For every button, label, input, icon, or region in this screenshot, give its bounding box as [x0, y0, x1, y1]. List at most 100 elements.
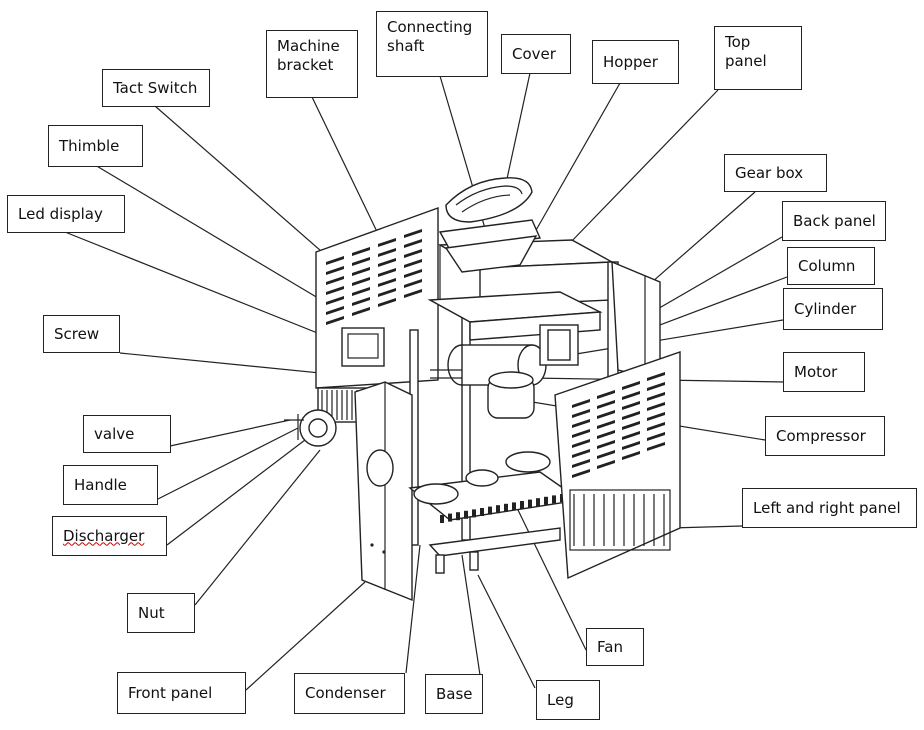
cover-drawing [445, 177, 533, 223]
vent-slot [352, 307, 370, 316]
vent-slot [622, 421, 640, 430]
fan-fin [488, 506, 492, 515]
fan-fin [480, 508, 484, 516]
label-cover: Cover [501, 34, 571, 74]
label-handle: Handle [63, 465, 158, 505]
label-back-panel: Back panel [782, 201, 886, 241]
label-cylinder: Cylinder [783, 288, 883, 330]
vent-slot [326, 266, 344, 275]
label-compressor: Compressor [765, 416, 885, 456]
vent-slot [572, 399, 590, 408]
fan-fin [520, 501, 524, 509]
vent-slot [597, 400, 615, 409]
vent-slot [378, 278, 396, 287]
label-gear-box: Gear box [724, 154, 827, 192]
vent-slot [622, 391, 640, 400]
label-condenser: Condenser [294, 673, 405, 714]
vent-slot [378, 238, 396, 247]
front-panel-drawing [354, 381, 413, 602]
vent-slot [352, 297, 370, 306]
vent-slot [647, 382, 665, 391]
vent-slot [597, 410, 615, 419]
vent-slot [404, 249, 422, 258]
vent-slot [326, 296, 344, 305]
vent-slot [572, 449, 590, 458]
display-drawing [341, 327, 385, 367]
vent-slot [326, 276, 344, 285]
label-valve: valve [83, 415, 171, 453]
fan-fin [544, 496, 548, 505]
label-front-panel: Front panel [117, 672, 246, 714]
vent-slot [622, 441, 640, 450]
gearbox-drawing [539, 324, 579, 366]
fan-fin [512, 502, 516, 511]
label-thimble: Thimble [48, 125, 143, 167]
fan-fin [504, 503, 508, 512]
vent-slot [404, 259, 422, 268]
vent-slot [647, 412, 665, 421]
label-led-display: Led display [7, 195, 125, 233]
label-fan: Fan [586, 628, 644, 666]
label-nut: Nut [127, 593, 195, 633]
vent-slot [647, 372, 665, 381]
vent-slot [572, 429, 590, 438]
tray-drawing [427, 291, 603, 341]
vent-slot [404, 269, 422, 278]
vent-slot [647, 392, 665, 401]
vent-slot [572, 469, 590, 478]
label-screw: Screw [43, 315, 120, 353]
vent-slot [352, 257, 370, 266]
fan-fin [496, 505, 500, 514]
vent-slot [647, 442, 665, 451]
vent-slot [378, 248, 396, 257]
label-tact-switch: Tact Switch [102, 69, 210, 107]
vent-slot [647, 432, 665, 441]
vent-slot [404, 229, 422, 238]
label-discharger: Discharger [52, 516, 167, 556]
right-side-panel-drawing [554, 351, 681, 580]
vent-slot [622, 381, 640, 390]
label-connecting-shaft: Connecting shaft [376, 11, 488, 77]
fan-fin [472, 509, 476, 518]
vent-slot [647, 402, 665, 411]
hopper-drawing [438, 219, 542, 273]
vent-slot [352, 267, 370, 276]
valve-drawing [284, 409, 337, 447]
vent-slot [404, 289, 422, 298]
fan-fin [528, 499, 532, 508]
vent-slot [326, 286, 344, 295]
vent-slot [597, 390, 615, 399]
label-motor: Motor [783, 352, 865, 392]
label-machine-bracket: Machine bracket [266, 30, 358, 98]
vent-slot [352, 247, 370, 256]
vent-slot [597, 440, 615, 449]
vent-slot [352, 287, 370, 296]
base-drawing [408, 451, 582, 574]
vent-slot [622, 401, 640, 410]
vent-slot [622, 431, 640, 440]
label-column: Column [787, 247, 875, 285]
vent-slot [378, 268, 396, 277]
fan-fin [536, 498, 540, 507]
vent-slot [647, 422, 665, 431]
vent-slot [572, 409, 590, 418]
vent-slot [378, 288, 396, 297]
vent-slot [597, 460, 615, 469]
vent-slot [326, 256, 344, 265]
vent-slot [378, 298, 396, 307]
label-left-right-panel: Left and right panel [742, 488, 917, 528]
compressor-drawing [487, 371, 535, 419]
vent-slot [404, 279, 422, 288]
fan-fin [440, 515, 444, 523]
fan-fin [456, 512, 460, 521]
discharger-text: Discharger [63, 526, 145, 545]
vent-slot [572, 419, 590, 428]
vent-slot [597, 430, 615, 439]
label-leg: Leg [536, 680, 600, 720]
fan-fin [464, 510, 468, 519]
vent-slot [378, 258, 396, 267]
vent-slot [597, 450, 615, 459]
fan-fin [552, 495, 556, 504]
vent-slot [622, 411, 640, 420]
